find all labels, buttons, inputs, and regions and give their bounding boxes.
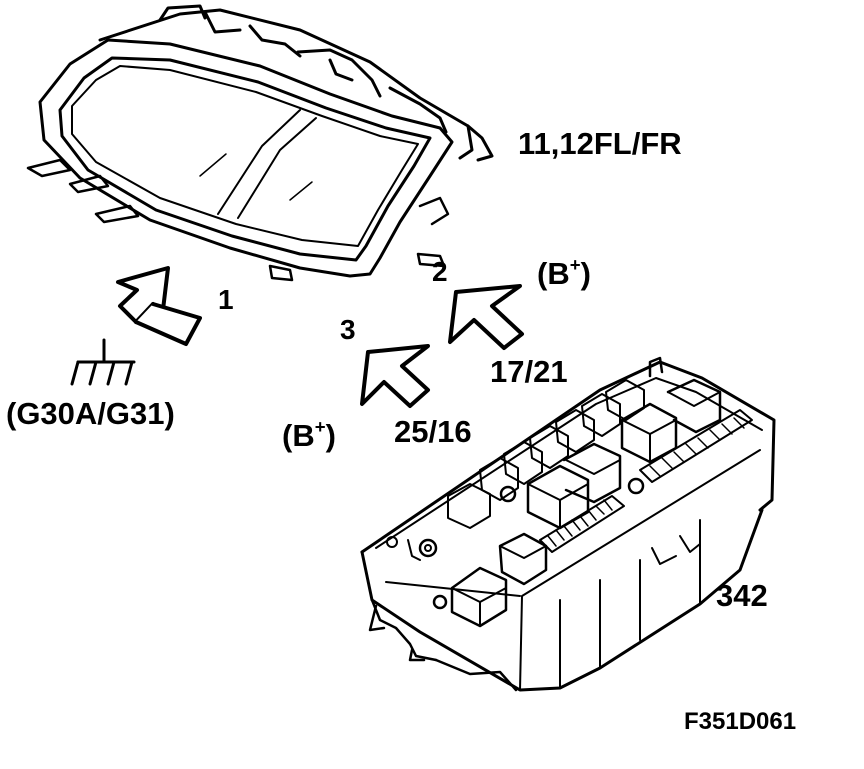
b-plus-top-sup: +: [569, 253, 581, 275]
headlamp-label: 11,12FL/FR: [518, 128, 682, 159]
relay-box-illustration: [360, 356, 776, 692]
connector-3-label: 3: [340, 314, 356, 345]
b-plus-top-label: (B+): [537, 255, 591, 291]
b-plus-top-paren: ): [580, 256, 591, 291]
pin-17-21-label: 17/21: [490, 354, 568, 389]
b-plus-bottom-text: (B: [282, 418, 315, 453]
arrow-connector-3-icon: [360, 344, 430, 408]
b-plus-bottom-sup: +: [314, 415, 326, 437]
headlamp-label-text: 11,12FL/FR: [518, 126, 682, 161]
ground-label: (G30A/G31): [6, 396, 175, 431]
headlamp-illustration: [26, 4, 494, 282]
b-plus-bottom-label: (B+): [282, 417, 336, 453]
arrow-connector-1-tail-icon: [134, 302, 202, 346]
pin-25-16-label: 25/16: [394, 414, 472, 449]
relay-box-label: 342: [716, 578, 768, 613]
b-plus-bottom-paren: ): [325, 418, 336, 453]
connector-2-label: 2: [432, 256, 448, 287]
ground-symbol-icon: [70, 338, 136, 386]
b-plus-top-text: (B: [537, 256, 570, 291]
figure-code-label: F351D061: [684, 708, 797, 735]
connector-1-label: 1: [218, 284, 234, 315]
arrow-connector-2-icon: [448, 284, 524, 350]
